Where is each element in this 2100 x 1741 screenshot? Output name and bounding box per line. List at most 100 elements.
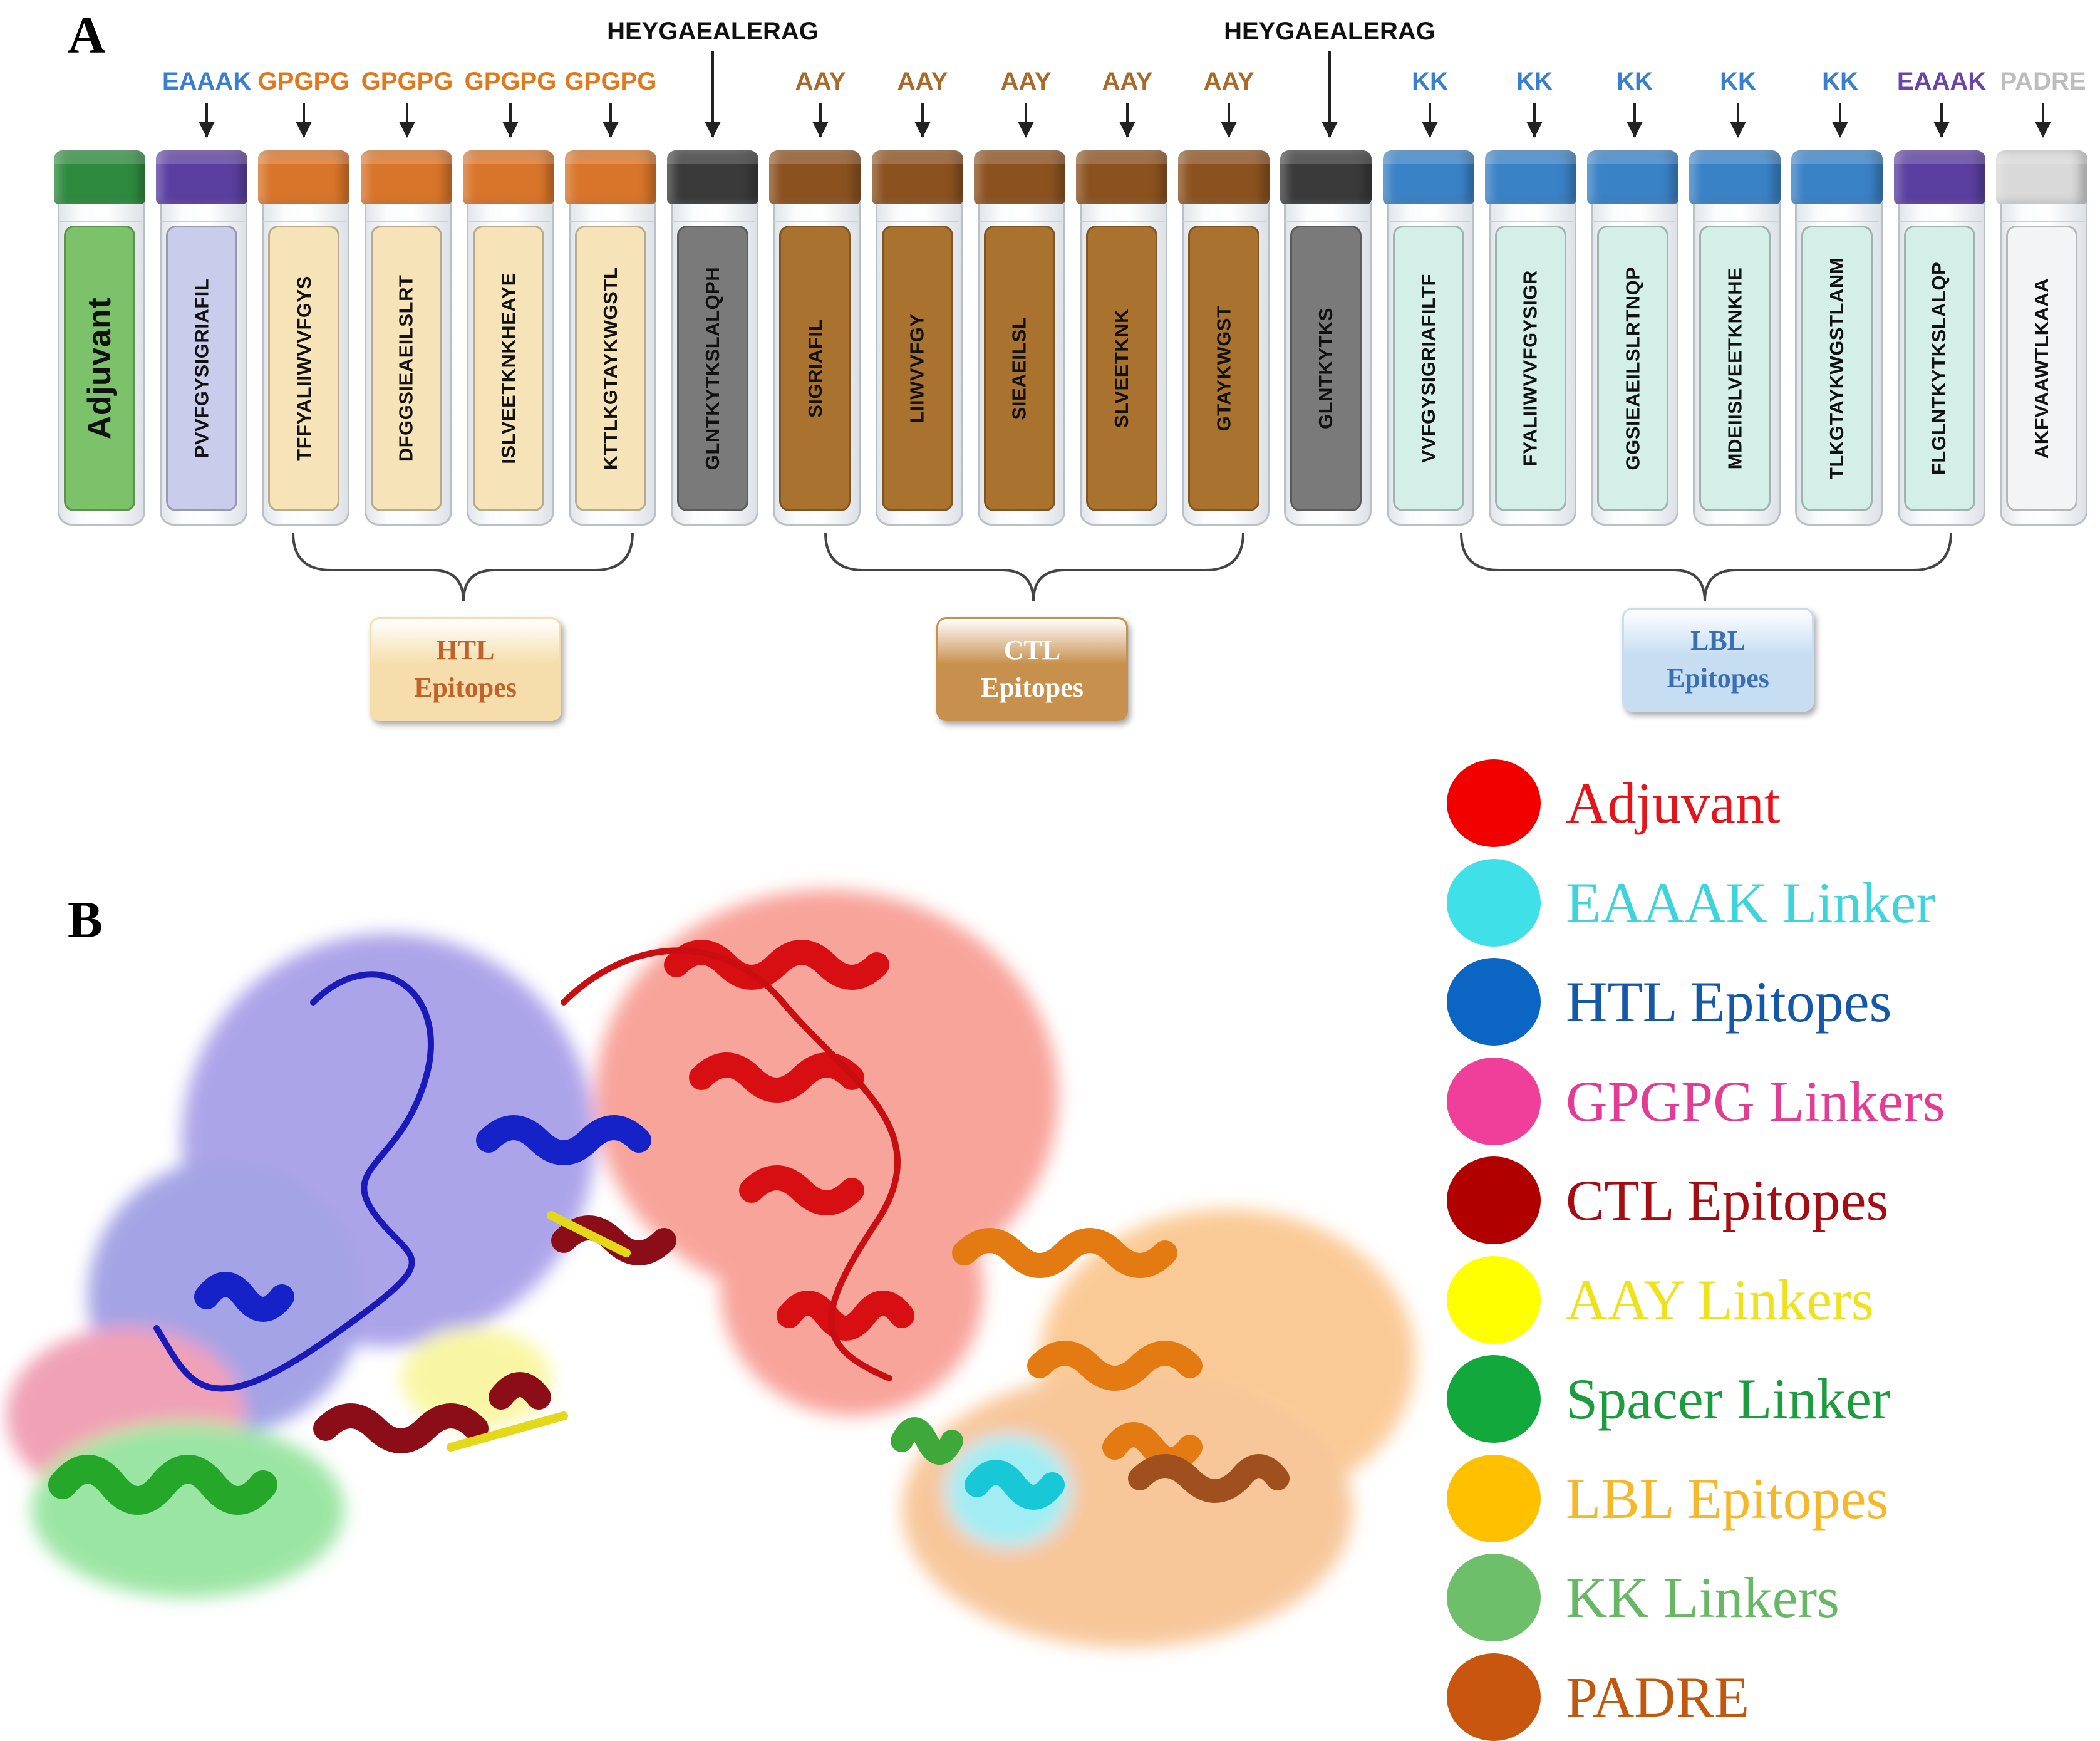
linker-label: KK	[1412, 68, 1448, 95]
spacer-helices	[48, 1455, 277, 1515]
cartoon-layer	[48, 940, 1290, 1515]
vial-cap	[1689, 150, 1781, 204]
vial-label: MDEIISLVEETKNKHE	[1699, 226, 1771, 511]
vial-neck	[1080, 202, 1164, 222]
linker-label: KK	[1720, 68, 1756, 95]
vial-label: PVVFGYSIGRIAFIL	[166, 226, 238, 511]
linker-label: KK	[1516, 68, 1553, 95]
vial-label: GLNTKYTKSLALQPH	[677, 226, 749, 511]
linker-label: GPGPG	[257, 68, 350, 95]
kk-linker-helix	[891, 1417, 963, 1465]
vial-label: FYALIIWVVFGYSIGR	[1494, 226, 1566, 511]
vial-sequence: Adjuvant	[81, 297, 118, 440]
vial-neck	[569, 202, 653, 222]
peptide-vial: PVVFGYSIGRIAFIL	[156, 150, 248, 526]
legend-label: KK Linkers	[1566, 1566, 1839, 1629]
linker-label: GPGPG	[464, 68, 557, 95]
vial-cap	[360, 150, 452, 204]
vial-neck	[466, 202, 551, 222]
peptide-vial: TLKGTAYKWGSTLANM	[1791, 150, 1883, 526]
legend-label: Adjuvant	[1566, 771, 1781, 835]
vial-neck	[1386, 202, 1471, 222]
lbl-box-line1: LBL	[1690, 625, 1746, 656]
vial-sequence: GLNTKYTKS	[1315, 308, 1337, 429]
vial-neck	[773, 202, 857, 222]
ctl-bracket-line	[824, 532, 1244, 602]
htl-box-line2: Epitopes	[414, 672, 517, 703]
peptide-vial: FLGLNTKYTKSLALQP	[1893, 150, 1985, 526]
surface-layer	[6, 890, 1415, 1648]
legend-item: CTL Epitopes	[1447, 1156, 1888, 1244]
vial-neck	[364, 202, 448, 222]
htl-bracket-line	[292, 532, 634, 602]
adjuvant-loops	[561, 947, 901, 1381]
surface-adjuvant-lower	[720, 1165, 983, 1416]
vial-sequence: GLNTKYTKSLALQPH	[701, 266, 724, 470]
vial-sequence: MDEIISLVEETKNKHE	[1724, 267, 1746, 470]
peptide-vial: SLVEETKNK	[1076, 150, 1167, 526]
vial-cap	[1280, 150, 1372, 204]
vial-cap	[1178, 150, 1270, 204]
lbl-box-line2: Epitopes	[1667, 663, 1769, 694]
peptide-vial: GLNTKYTKS	[1280, 150, 1372, 526]
down-arrow-icon	[199, 103, 215, 138]
down-arrow-icon	[296, 103, 312, 138]
legend-label: LBL Epitopes	[1566, 1466, 1889, 1531]
legend-swatch-icon	[1447, 759, 1541, 847]
adjuvant-helices	[664, 940, 914, 1341]
down-arrow-icon	[1526, 103, 1543, 138]
vial-cap	[667, 150, 759, 204]
peptide-vial: TFFYALIIWVVFGYS	[258, 150, 350, 526]
legend-label: EAAAK Linker	[1566, 870, 1936, 935]
linker-label: GPGPG	[564, 68, 657, 95]
vial-neck	[1795, 202, 1880, 222]
down-arrow-icon	[2035, 103, 2051, 138]
linker-label: HEYGAEALERAG	[1224, 18, 1435, 45]
vial-sequence: SIEAEILSL	[1008, 316, 1030, 420]
legend-swatch-icon	[1447, 1156, 1541, 1244]
vial-cap	[565, 150, 656, 204]
linker-label: AAY	[1000, 68, 1052, 95]
legend-swatch-icon	[1447, 858, 1541, 947]
surface-spacer-region	[31, 1422, 344, 1598]
vial-label: ISLVEETKNKHEAYE	[472, 226, 544, 511]
vial-sequence: LIIWVVFGY	[906, 313, 928, 424]
legend-swatch-icon	[1447, 1454, 1541, 1542]
vial-cap	[1076, 150, 1167, 204]
lbl-epitopes-box: LBL Epitopes	[1622, 608, 1814, 712]
surface-adjuvant-region	[595, 890, 1058, 1303]
down-arrow-icon	[1018, 103, 1034, 138]
vial-label: SIGRIAFIL	[779, 226, 851, 511]
vial-neck	[977, 202, 1062, 222]
vial-sequence: VVFGYSIGRIAFILTF	[1417, 274, 1439, 463]
linker-label: AAY	[795, 68, 846, 95]
down-arrow-icon	[1832, 103, 1848, 138]
legend-item: Spacer Linker	[1447, 1355, 1891, 1443]
vial-label: AKFVAAWTLKAAA	[2005, 226, 2077, 511]
vial-cap	[1893, 150, 1985, 204]
vial-sequence: FLGLNTKYTKSLALQP	[1928, 261, 1950, 476]
down-arrow-icon	[1933, 103, 1950, 138]
lbl-bracket-line	[1460, 532, 1952, 602]
legend-item: GPGPG Linkers	[1447, 1057, 1945, 1145]
vial-neck	[1182, 202, 1266, 222]
peptide-vial: GTAYKWGST	[1178, 150, 1270, 526]
vial-sequence: GGSIEAEILSLRTNQP	[1622, 266, 1644, 470]
linker-label: AAY	[897, 68, 948, 95]
down-arrow-icon	[502, 103, 519, 138]
legend-label: HTL Epitopes	[1566, 970, 1892, 1034]
linker-label: HEYGAEALERAG	[607, 18, 819, 45]
vial-cap	[1587, 150, 1678, 204]
legend-label: CTL Epitopes	[1566, 1168, 1889, 1232]
legend-item: HTL Epitopes	[1447, 958, 1891, 1046]
vial-sequence: AKFVAAWTLKAAA	[2030, 278, 2052, 459]
peptide-vial: KTTLKGTAYKWGSTL	[565, 150, 656, 526]
htl-box-line1: HTL	[436, 635, 495, 665]
vial-sequence: FYALIIWVVFGYSIGR	[1519, 270, 1541, 467]
peptide-vial: SIEAEILSL	[973, 150, 1065, 526]
vial-neck	[262, 202, 346, 222]
vial-label: FLGLNTKYTKSLALQP	[1903, 226, 1975, 511]
vial-label: KTTLKGTAYKWGSTL	[575, 226, 646, 511]
ctl-epitopes-box: CTL Epitopes	[936, 617, 1128, 721]
vial-neck	[58, 202, 142, 222]
